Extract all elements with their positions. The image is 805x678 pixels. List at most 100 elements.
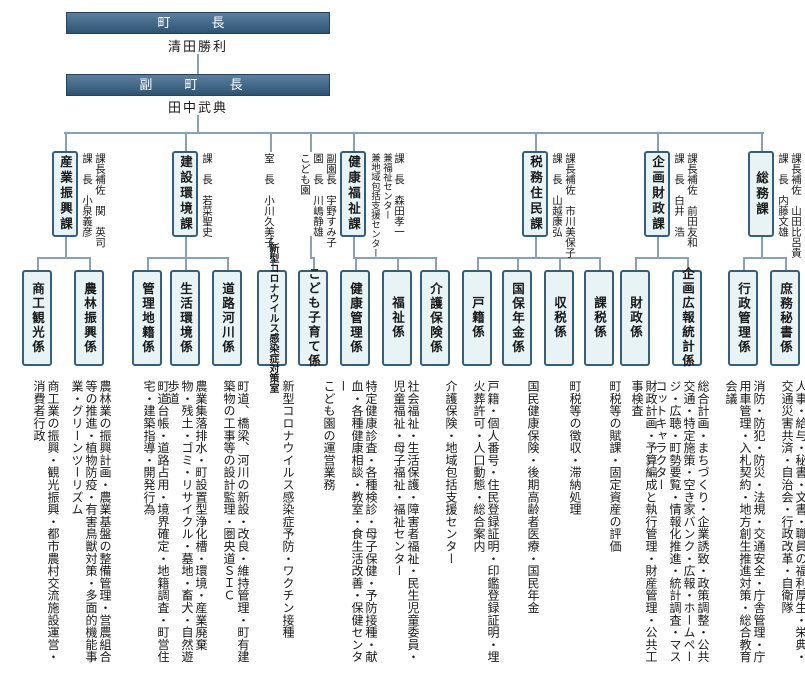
connector-line <box>65 132 67 152</box>
section-doro-kasen-duties: 町道、橋梁、河川の新設・改良・維持管理・町有建築物の工事等の設計監理・圏央道ＳＩ… <box>222 380 250 663</box>
connector-line <box>397 257 399 271</box>
vice-mayor-name: 田中武典 <box>167 101 228 116</box>
dept-kenko: 健康福祉課 <box>340 151 366 237</box>
section-corona-taisaku-label: 新型コロナウイルス感染症対策室 <box>267 243 278 393</box>
connector-line <box>227 257 229 271</box>
section-kaigo-hoken-box: 介護保険係 <box>420 270 450 366</box>
section-kodomo-kosodate-box: こども子育て係 <box>298 267 328 369</box>
section-kazei-duties: 町税等の賦課・固定資産の評価 <box>608 380 622 553</box>
section-kodomo-kosodate-duties: こども園の運営業務 <box>322 380 336 491</box>
dept-sangyo: 産業振興課 <box>52 151 78 237</box>
connector-line <box>761 236 763 258</box>
section-kazei-label: 課税係 <box>592 296 607 340</box>
vice-mayor-box: 副 町 長 <box>66 74 330 96</box>
section-shuzei-label: 収税係 <box>552 296 567 340</box>
connector-line <box>477 257 601 259</box>
connector-line <box>517 257 519 271</box>
connector-line <box>687 257 689 271</box>
section-shomu-hisho-box: 庶務秘書係 <box>770 270 800 366</box>
connector-line <box>635 257 637 271</box>
section-kokuho-nenkin-box: 国保年金係 <box>502 270 532 366</box>
section-zaisei-label: 財政係 <box>628 296 643 340</box>
connector-line <box>599 257 601 271</box>
connector-line <box>310 132 312 152</box>
section-gyosei-kanri-label: 行政管理係 <box>736 281 751 355</box>
connector-line <box>270 236 272 258</box>
connector-line <box>185 132 187 152</box>
section-corona-taisaku-box: 新型コロナウイルス感染症対策室 <box>257 243 287 393</box>
connector-line <box>185 257 187 271</box>
connector-line <box>761 132 763 152</box>
connector-line <box>559 257 561 271</box>
staff-kenko-1: 兼地域包括支援センター <box>369 153 380 258</box>
section-kikaku-koho-duties: 総合計画・まちづくり・企業誘致・政策調整・公共交通・特定施策・空き家バンク・広報… <box>654 380 710 663</box>
mayor-box: 町 長 <box>66 12 330 34</box>
connector-line <box>310 236 312 258</box>
staff-kenko-2: 兼福祉センター <box>381 153 392 220</box>
connector-line <box>535 132 537 152</box>
connector-line <box>785 257 787 271</box>
connector-line <box>477 257 479 271</box>
dept-kensetsu: 建設環境課 <box>172 151 198 237</box>
section-seikatsu-kankyo-box: 生活環境係 <box>170 270 200 366</box>
section-kikaku-koho-box: 企画広報統計係 <box>672 267 702 369</box>
section-kaigo-hoken-duties: 介護保険・地域包括支援センター <box>444 380 458 565</box>
section-shuzei-duties: 町税等の徴収・滞納処理 <box>568 380 582 516</box>
section-kokuho-nenkin-duties: 国民健康保険・後期高齢者医療・国民年金 <box>526 380 540 614</box>
section-norin-shinko-box: 農林振興係 <box>74 270 104 366</box>
section-gyosei-kanri-box: 行政管理係 <box>728 270 758 366</box>
staff-zeimu-1: 課 長 山越康弘 <box>551 153 563 237</box>
staff-zeimu-2: 課長補佐 市川美保子 <box>564 153 576 258</box>
section-kenko-kanri-box: 健康管理係 <box>340 270 370 366</box>
mayor-name: 清田勝利 <box>167 40 228 55</box>
section-seikatsu-kankyo-label: 生活環境係 <box>178 281 193 355</box>
section-shomu-hisho-label: 庶務秘書係 <box>778 281 793 355</box>
section-kaigo-hoken-label: 介護保険係 <box>428 281 443 355</box>
section-koseki-duties: 戸籍・個人番号・住民登録証明・印鑑登録証明・埋火葬許可・人口動態・総合案内 <box>472 380 500 663</box>
section-corona-taisaku-duties: 新型コロナウイルス感染症予防・ワクチン接種 <box>281 380 295 639</box>
section-shuzei-box: 収税係 <box>544 270 574 366</box>
connector-line <box>353 132 355 152</box>
section-kokuho-nenkin-label: 国保年金係 <box>510 281 525 355</box>
section-shomu-hisho-duties: 人事・給与・秘書・文書・職員の福利厚生・栄典・交通災害共済・自治会・行政改革・自… <box>780 380 805 663</box>
connector-line <box>37 257 39 271</box>
connector-line <box>37 257 91 259</box>
connector-line <box>313 257 315 271</box>
staff-somu-1: 課 長 内藤文雄 <box>777 153 789 237</box>
connector-line <box>435 257 437 271</box>
section-kanri-chiseki-box: 管理地籍係 <box>132 270 162 366</box>
section-fukushi-box: 福祉係 <box>382 270 412 366</box>
connector-line <box>272 257 274 271</box>
section-kenko-kanri-label: 健康管理係 <box>348 281 363 355</box>
connector-line <box>270 132 272 152</box>
section-kazei-box: 課税係 <box>584 270 614 366</box>
section-zaisei-box: 財政係 <box>620 270 650 366</box>
staff-kodomoen-2: 園 長 川嶋静雄 <box>312 153 324 237</box>
staff-kikaku-1: 課 長 白井 浩 <box>673 153 685 237</box>
connector-line <box>197 54 199 74</box>
dept-zeimu: 税務住民課 <box>522 151 548 237</box>
dept-somu: 総務課 <box>748 151 774 237</box>
section-seikatsu-kankyo-duties: 農業集落排水・町設置型浄化槽・環境・産業廃棄物・残土・ゴミ・リサイクル・墓地・畜… <box>166 380 208 663</box>
connector-line <box>353 257 437 259</box>
staff-kodomoen-3: 副園長 宇野すみ子 <box>325 153 337 248</box>
section-shoko-kanko-label: 商工観光係 <box>30 281 45 355</box>
connector-line <box>185 236 187 258</box>
connector-line <box>657 236 659 258</box>
section-kenko-kanri-duties: 特定健康診査・各種検診・母子保健・予防接種・献血・各種健康相談・教室・食生活改善… <box>336 380 378 663</box>
connector-line <box>657 132 659 152</box>
section-fukushi-label: 福祉係 <box>390 296 405 340</box>
connector-line <box>310 257 315 259</box>
connector-line <box>89 257 91 271</box>
staff-sangyo-1: 課 長 小泉義彦 <box>81 153 93 237</box>
section-kanri-chiseki-label: 管理地籍係 <box>140 281 155 355</box>
connector-line <box>355 257 357 271</box>
staff-sangyo-2: 課長補佐 関 英司 <box>94 153 106 248</box>
staff-kodomoen-1: こども園 <box>299 153 311 195</box>
section-doro-kasen-box: 道路河川係 <box>212 270 242 366</box>
connector-line <box>147 257 229 259</box>
section-norin-shinko-duties: 農林業の振興計画・農業基盤の整備管理・営農組合等の推進・植物防疫・有害鳥獣対策・… <box>70 380 112 663</box>
staff-somu-2: 課長補佐 山田比呂貴 <box>790 153 802 258</box>
section-fukushi-duties: 社会福祉・生活保護・障害者福祉・民生児童委員・児童福祉・母子福祉・福祉センター <box>392 380 420 663</box>
